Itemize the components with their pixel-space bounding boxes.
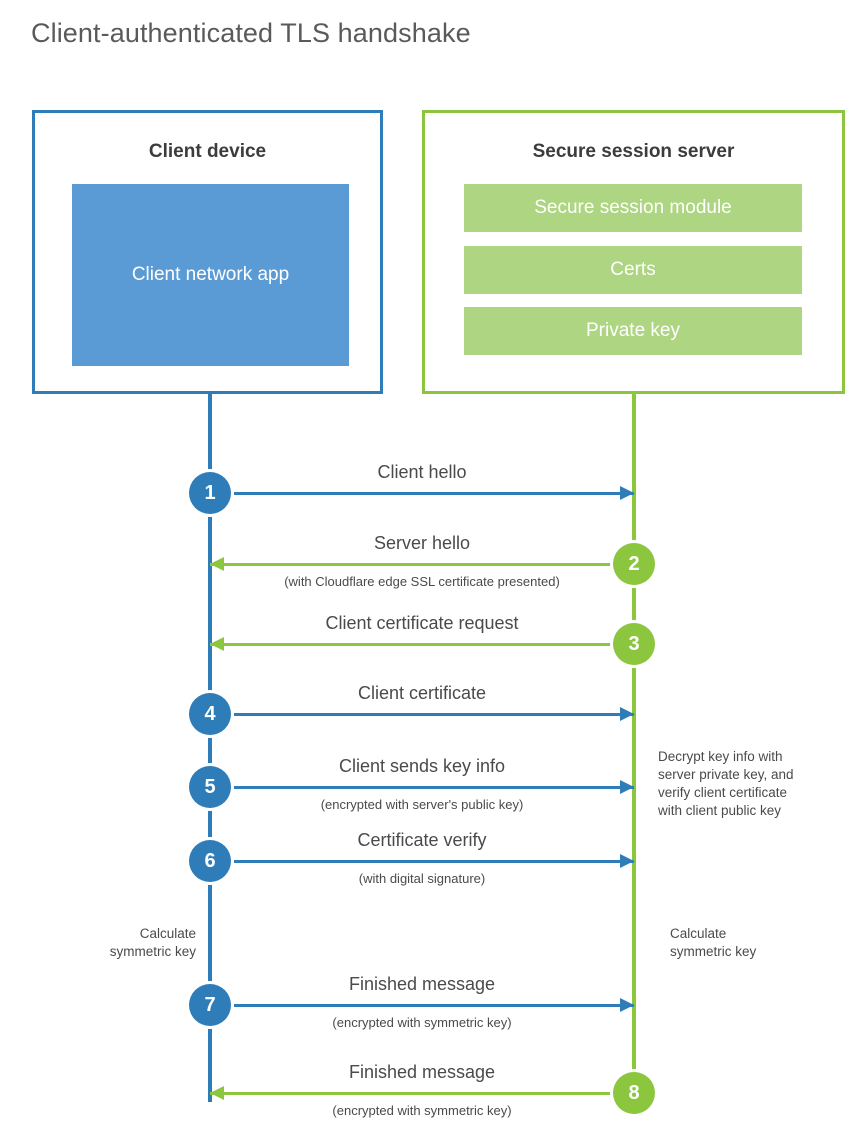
message-sublabel-6: (with digital signature) [358, 871, 486, 886]
arrow-head-icon-3 [210, 637, 224, 651]
message-label-8: Finished message [348, 1062, 496, 1082]
step-badge-1: 1 [189, 472, 231, 514]
step-badge-5: 5 [189, 766, 231, 808]
client-lifeline [208, 394, 212, 1102]
decrypt-key-info-note: Decrypt key info with server private key,… [658, 748, 843, 820]
calc-right-note-line-2: symmetric key [670, 943, 757, 959]
server-block-secure-session-module: Secure session module [464, 184, 802, 232]
arrow-head-icon-6 [620, 854, 634, 868]
message-label-4: Client certificate [357, 683, 487, 703]
server-block-private-key: Private key [464, 307, 802, 355]
message-label-6: Certificate verify [357, 830, 487, 850]
arrow-head-icon-7 [620, 998, 634, 1012]
arrow-head-icon-8 [210, 1086, 224, 1100]
server-lifeline [632, 394, 636, 1102]
calculate-symmetric-key-server-note: Calculate symmetric key [670, 925, 850, 961]
calc-left-note-line-1: Calculate [139, 926, 196, 941]
message-sublabel-2: (with Cloudflare edge SSL certificate pr… [284, 574, 560, 589]
message-arrow-line-8 [210, 1092, 634, 1095]
message-arrow-line-5 [210, 786, 634, 789]
server-block-certs: Certs [464, 246, 802, 294]
client-device-box: Client device Client network app [32, 110, 383, 394]
calc-left-note-line-2: symmetric key [109, 943, 196, 959]
message-arrow-line-6 [210, 860, 634, 863]
calculate-symmetric-key-client-note: Calculate symmetric key [20, 925, 196, 961]
page-title: Client-authenticated TLS handshake [31, 18, 471, 48]
decrypt-note-line-3: verify client certificate [658, 784, 788, 800]
message-label-7: Finished message [348, 974, 496, 994]
arrow-head-icon-5 [620, 780, 634, 794]
step-badge-4: 4 [189, 693, 231, 735]
message-label-5: Client sends key info [338, 756, 506, 776]
message-arrow-line-1 [210, 492, 634, 495]
arrow-head-icon-4 [620, 707, 634, 721]
message-arrow-line-4 [210, 713, 634, 716]
step-badge-3: 3 [613, 623, 655, 665]
message-arrow-line-3 [210, 643, 634, 646]
message-arrow-line-2 [210, 563, 634, 566]
step-badge-6: 6 [189, 840, 231, 882]
secure-session-server-title: Secure session server [532, 141, 735, 162]
step-badge-2: 2 [613, 543, 655, 585]
message-sublabel-7: (encrypted with symmetric key) [332, 1015, 512, 1030]
message-sublabel-5: (encrypted with server's public key) [320, 797, 524, 812]
decrypt-note-line-2: server private key, and [658, 766, 794, 782]
message-label-3: Client certificate request [325, 613, 519, 633]
arrow-head-icon-1 [620, 486, 634, 500]
calc-right-note-line-1: Calculate [670, 926, 727, 941]
secure-session-server-box: Secure session server Secure session mod… [422, 110, 845, 394]
client-device-title: Client device [148, 141, 267, 162]
arrow-head-icon-2 [210, 557, 224, 571]
step-badge-7: 7 [189, 984, 231, 1026]
message-label-2: Server hello [373, 533, 471, 553]
step-badge-8: 8 [613, 1072, 655, 1114]
decrypt-note-line-4: with client public key [658, 802, 782, 818]
message-sublabel-8: (encrypted with symmetric key) [332, 1103, 512, 1118]
message-label-1: Client hello [377, 462, 467, 482]
message-arrow-line-7 [210, 1004, 634, 1007]
client-network-app-block: Client network app [72, 184, 349, 366]
decrypt-note-line-1: Decrypt key info with [658, 749, 783, 764]
